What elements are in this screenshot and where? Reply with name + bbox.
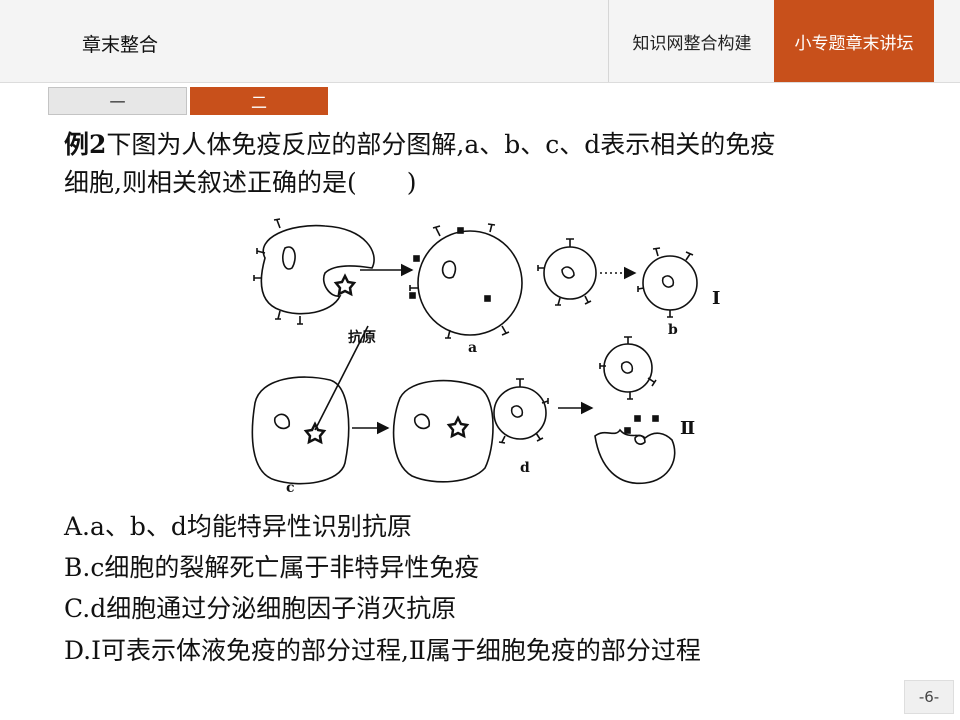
cell-target <box>392 379 494 483</box>
question-line2: 细胞,则相关叙述正确的是( ) <box>64 168 417 197</box>
option-d-text: Ⅰ可表示体液免疫的部分过程,Ⅱ属于细胞免疫的部分过程 <box>91 636 701 665</box>
label-path-1: Ⅰ <box>712 288 720 309</box>
subtab-two[interactable]: 二 <box>190 87 328 115</box>
immune-response-diagram: 抗原 a b c d Ⅰ Ⅱ <box>251 218 720 496</box>
question-line1: 下图为人体免疫反应的部分图解,a、b、c、d表示相关的免疫 <box>106 130 776 159</box>
label-c: c <box>286 480 295 496</box>
macrophage-nucleus <box>282 246 296 270</box>
option-d-letter: D. <box>64 636 92 665</box>
option-c-text: d细胞通过分泌细胞因子消灭抗原 <box>90 594 457 623</box>
tab-special-topic[interactable]: 小专题章末讲坛 <box>774 0 934 82</box>
cell-b-precursor <box>543 246 597 300</box>
effector-cell <box>603 343 653 393</box>
option-c-letter: C. <box>64 594 91 623</box>
antigen-star-3 <box>446 415 470 439</box>
nav-divider <box>608 0 609 82</box>
label-a: a <box>468 340 477 356</box>
label-d: d <box>520 460 530 476</box>
option-b-text: c细胞的裂解死亡属于非特异性免疫 <box>90 553 480 582</box>
page-title: 章末整合 <box>82 34 159 56</box>
question-number: 例2 <box>64 130 107 159</box>
option-d[interactable]: D.Ⅰ可表示体液免疫的部分过程,Ⅱ属于细胞免疫的部分过程 <box>64 634 701 668</box>
label-b: b <box>668 322 678 338</box>
option-c[interactable]: C.d细胞通过分泌细胞因子消灭抗原 <box>64 592 456 626</box>
question-text: 例2下图为人体免疫反应的部分图解,a、b、c、d表示相关的免疫 细胞,则相关叙述… <box>64 126 914 202</box>
option-b-letter: B. <box>64 553 91 582</box>
macrophage-receptors <box>253 218 303 325</box>
cell-a-receptors <box>409 223 510 339</box>
label-antigen: 抗原 <box>348 329 376 346</box>
option-a[interactable]: A.a、b、d均能特异性识别抗原 <box>64 510 412 544</box>
tab-knowledge-network[interactable]: 知识网整合构建 <box>632 33 752 54</box>
label-path-2: Ⅱ <box>680 418 695 439</box>
antigen-star-1 <box>333 273 357 297</box>
header-bar: 章末整合 知识网整合构建 小专题章末讲坛 <box>0 0 960 83</box>
option-a-text: a、b、d均能特异性识别抗原 <box>90 512 412 541</box>
lysed-cell <box>594 428 676 485</box>
cell-b <box>642 255 698 311</box>
macrophage-cell <box>260 224 375 315</box>
option-a-letter: A. <box>64 512 91 541</box>
option-b[interactable]: B.c细胞的裂解死亡属于非特异性免疫 <box>64 551 479 585</box>
page-number: -6- <box>904 680 954 714</box>
cell-a <box>417 230 523 336</box>
cell-d <box>493 386 547 440</box>
antigen-star-2 <box>303 421 327 445</box>
subtab-one[interactable]: 一 <box>48 87 187 115</box>
cell-c <box>251 376 350 485</box>
